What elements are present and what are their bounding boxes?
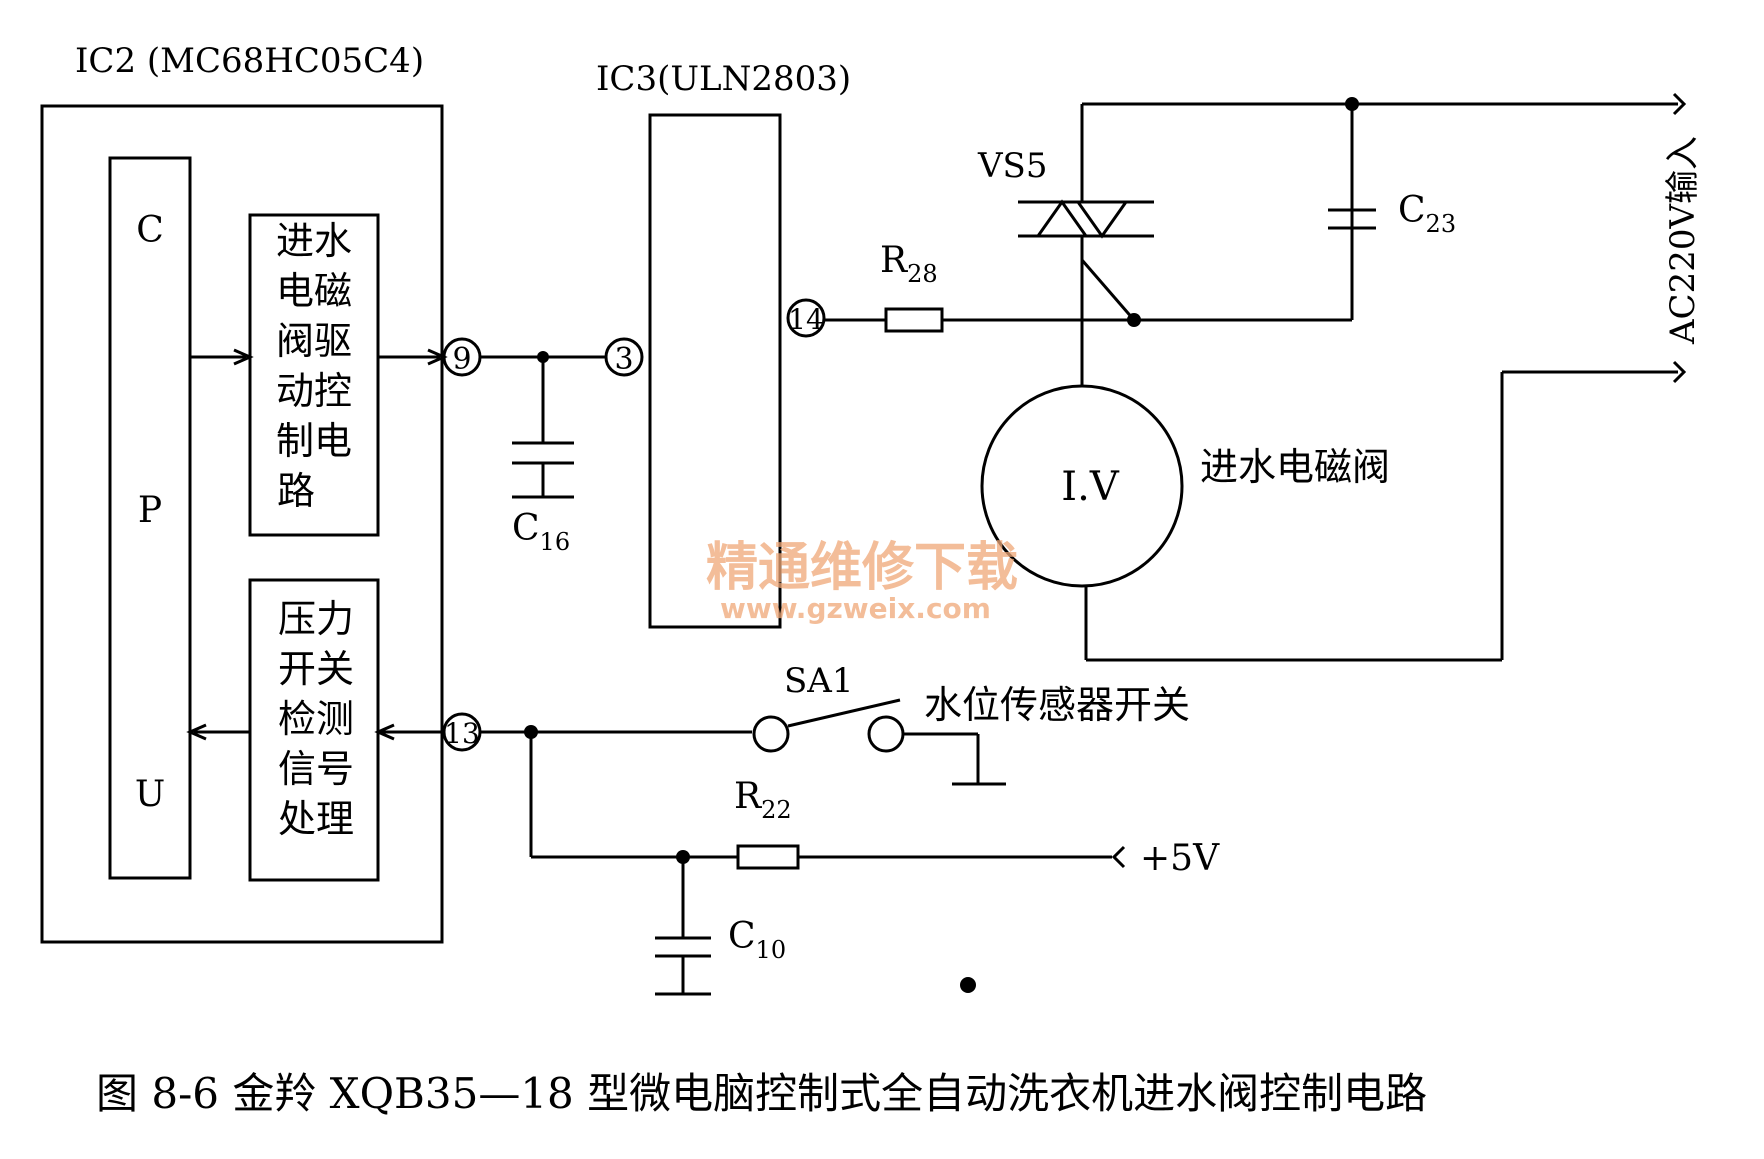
- cpu-block: [108, 156, 192, 880]
- ac220v-input-label: AC220V输入: [1663, 136, 1703, 345]
- detect-line-1: 压力: [278, 597, 354, 641]
- arrow-detect-to-cpu: [186, 723, 207, 741]
- water-level-switch-label: 水位传感器开关: [924, 683, 1190, 727]
- vs5-label: VS5: [977, 146, 1047, 186]
- sa1-label: SA1: [784, 661, 853, 701]
- arrow-pin13-to-detect: [374, 723, 395, 741]
- detect-line-5: 处理: [278, 797, 354, 841]
- drive-line-5: 制电: [276, 419, 352, 463]
- pin-3-marker: [604, 337, 644, 377]
- cpu-letter-c: C: [136, 210, 164, 251]
- pin-3-label: 3: [614, 342, 633, 377]
- pin-14-marker: [786, 298, 826, 338]
- ic3-box: [648, 113, 782, 629]
- r22-resistor: [736, 844, 800, 870]
- detect-line-4: 信号: [278, 747, 354, 791]
- plus5v-terminal: [1111, 845, 1126, 869]
- ic3-label: IC3(ULN2803): [596, 59, 851, 99]
- watermark-cn: 精通维修下载: [706, 538, 1018, 598]
- r28-resistor: [884, 307, 944, 333]
- pin-13-label: 13: [444, 717, 480, 750]
- ac-terminal-bottom: [1672, 360, 1687, 384]
- drive-line-4: 动控: [276, 369, 352, 413]
- c23-label: C23: [1398, 190, 1456, 238]
- valve-drive-block: [248, 213, 380, 537]
- pin-9-label: 9: [452, 342, 471, 377]
- detect-line-3: 检测: [278, 697, 354, 741]
- ac-terminal-top: [1672, 92, 1687, 116]
- drive-line-1: 进水: [276, 219, 352, 263]
- drive-line-6: 路: [277, 469, 315, 513]
- inlet-valve-coil: [980, 384, 1184, 588]
- plus5v-label: +5V: [1140, 838, 1220, 879]
- sa1-contact-left: [752, 715, 790, 753]
- detect-line-2: 开关: [278, 647, 354, 691]
- pressure-detect-block: [248, 578, 380, 882]
- sa1-contact-right: [867, 715, 905, 753]
- c16-label: C16: [512, 508, 570, 556]
- cpu-letter-p: P: [138, 490, 162, 531]
- figure-caption: 图 8-6 金羚 XQB35—18 型微电脑控制式全自动洗衣机进水阀控制电路: [96, 1069, 1427, 1118]
- ic2-box: [40, 104, 444, 944]
- ic2-label: IC2 (MC68HC05C4): [75, 41, 424, 81]
- sa1-lever: [787, 698, 901, 728]
- inlet-valve-label: 进水电磁阀: [1200, 445, 1390, 489]
- pin-14-label: 14: [788, 303, 824, 336]
- r28-label: R28: [880, 240, 938, 288]
- valve-coil-text: I.V: [1061, 464, 1120, 510]
- drive-line-3: 阀驱: [276, 319, 352, 363]
- cpu-letter-u: U: [135, 774, 165, 815]
- r22-label: R22: [734, 776, 792, 824]
- vs5-diode-a: [1036, 199, 1088, 237]
- c10-label: C10: [728, 916, 786, 964]
- drive-line-2: 电磁: [276, 269, 352, 313]
- vs5-gate: [1080, 259, 1136, 321]
- arrow-cpu-to-drive: [233, 348, 254, 366]
- watermark-url: www.gzweix.com: [720, 592, 991, 625]
- vs5-diode-b: [1076, 201, 1128, 239]
